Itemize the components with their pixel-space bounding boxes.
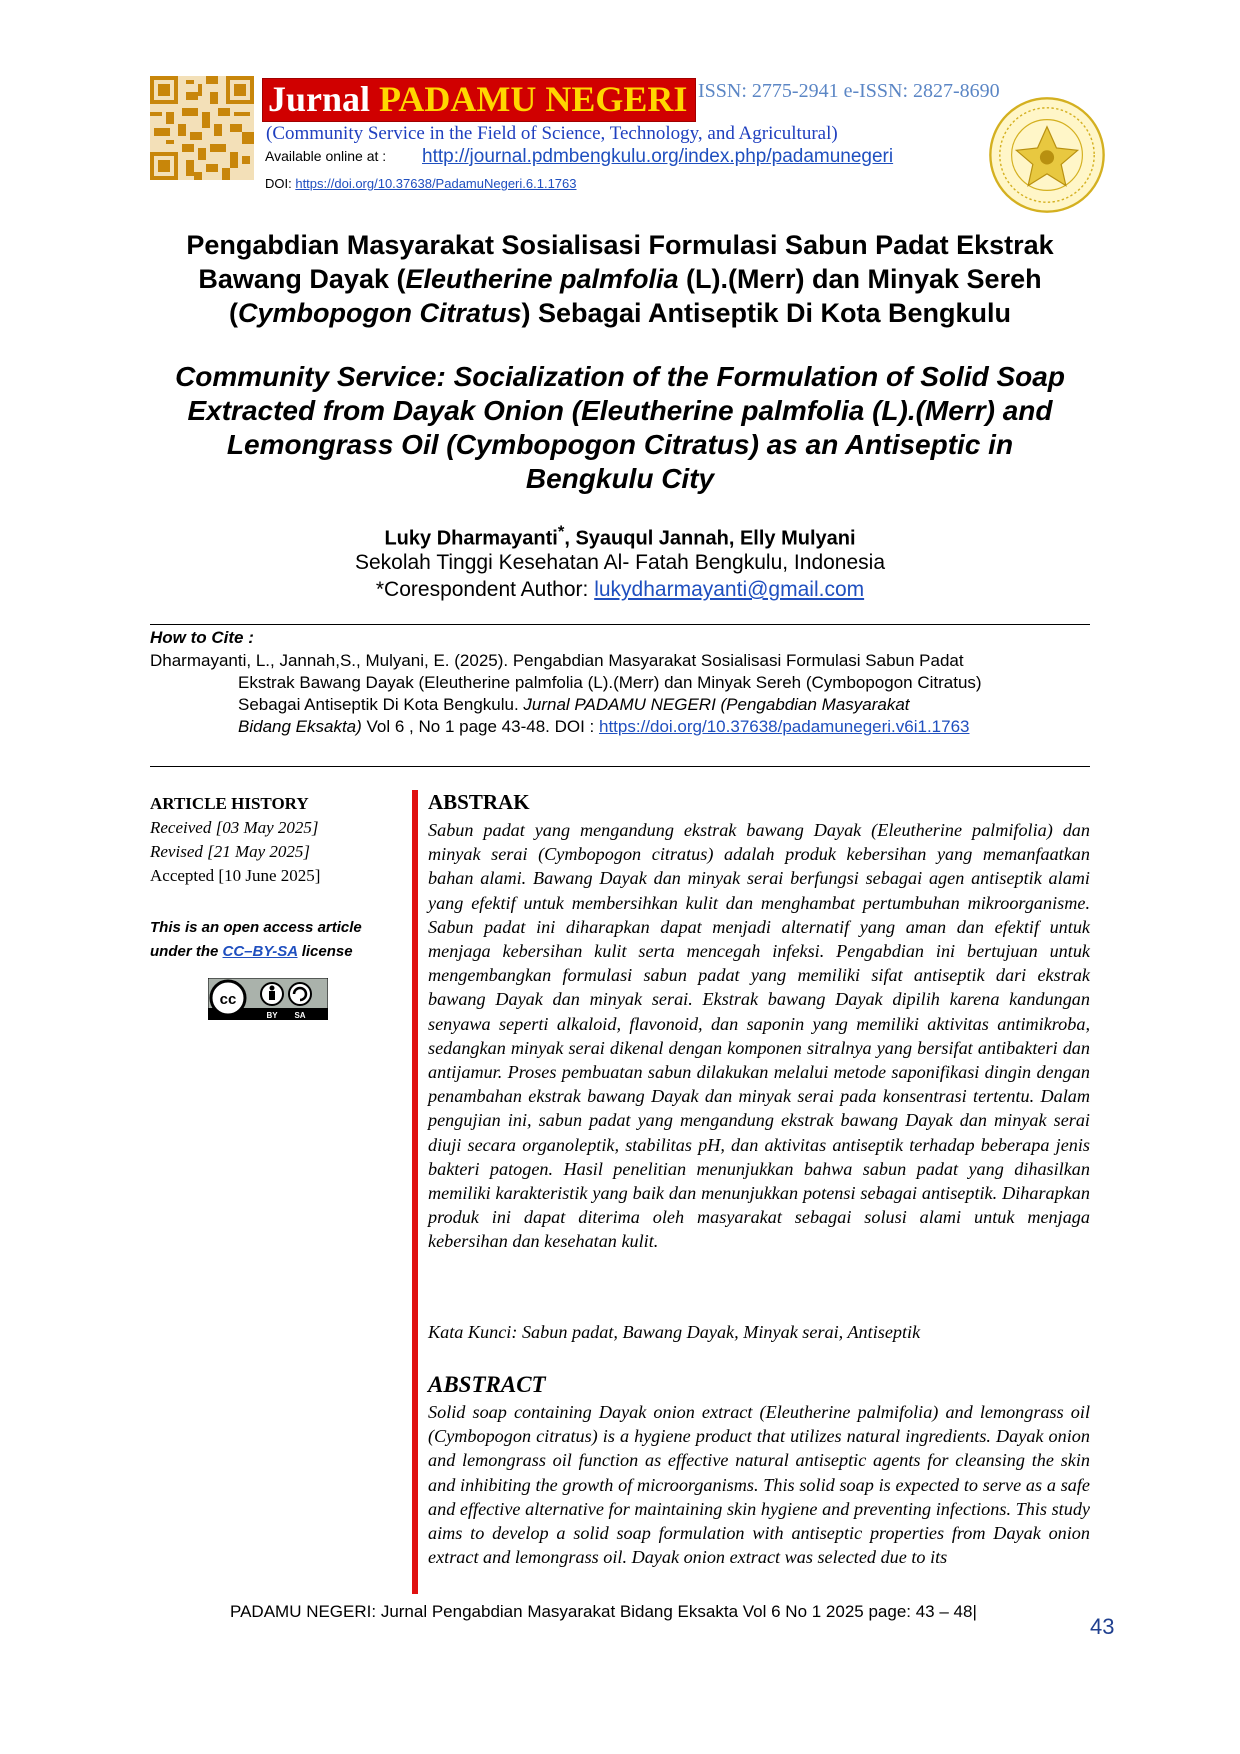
title-id-line: Bawang Dayak (Eleutherine palmfolia (L).…: [140, 262, 1100, 296]
corresponding-author: *Corespondent Author: lukydharmayanti@gm…: [140, 578, 1100, 602]
available-online-label: Available online at :: [265, 148, 387, 164]
title-en-line: Lemongrass Oil (Cymbopogon Citratus) as …: [226, 429, 1014, 460]
license-text: This is an open access article under the: [150, 919, 362, 960]
title-en-line: Community Service: Socialization of the …: [175, 361, 1065, 392]
divider: [150, 766, 1090, 767]
citation-text: Sebagai Antiseptik Di Kota Bengkulu.: [238, 695, 524, 714]
citation-line: Dharmayanti, L., Jannah,S., Mulyani, E. …: [150, 651, 964, 670]
cc-by-sa-link[interactable]: CC–BY-SA: [222, 943, 298, 960]
cc-by-sa-license-icon[interactable]: cc BY SA: [208, 978, 328, 1020]
affiliation: Sekolah Tinggi Kesehatan Al- Fatah Bengk…: [354, 551, 886, 574]
corresponding-mark: *: [557, 522, 565, 541]
journal-name-prefix: Jurnal: [268, 79, 380, 119]
university-seal-icon: [989, 97, 1105, 213]
title-indonesian: Pengabdian Masyarakat Sosialisasi Formul…: [140, 228, 1100, 330]
title-en-line: Extracted from Dayak Onion (Eleutherine …: [187, 395, 1053, 426]
journal-title: Jurnal PADAMU NEGERI: [268, 78, 687, 120]
abstract-text: Solid soap containing Dayak onion extrac…: [428, 1402, 1090, 1568]
author-name: Luky Dharmayanti: [384, 527, 558, 550]
author-names: , Syauqul Jannah, Elly Mulyani: [564, 527, 856, 550]
abstrak-text: Sabun padat yang mengandung ekstrak bawa…: [428, 820, 1090, 1252]
revised-date: Revised [21 May 2025]: [150, 842, 311, 861]
license-text: license: [297, 943, 353, 960]
citation-line: Sebagai Antiseptik Di Kota Bengkulu. Jur…: [150, 694, 1094, 716]
citation-text: Vol 6 , No 1 page 43-48. DOI :: [361, 717, 599, 736]
received-date: Received [03 May 2025]: [150, 818, 319, 837]
title-id-line: Pengabdian Masyarakat Sosialisasi Formul…: [186, 230, 1054, 260]
abstract-heading: ABSTRACT: [428, 1372, 546, 1397]
title-text: ) Sebagai Antiseptik Di Kota Bengkulu: [521, 298, 1012, 328]
page-footer: PADAMU NEGERI: Jurnal Pengabdian Masyara…: [230, 1602, 977, 1621]
citation-journal: Jurnal PADAMU NEGERI (Pengabdian Masyara…: [523, 695, 910, 714]
journal-subtitle: (Community Service in the Field of Scien…: [266, 123, 838, 144]
badge-by-label: BY: [266, 1011, 278, 1020]
title-text: Bawang Dayak (: [198, 264, 406, 294]
journal-url-link[interactable]: http://journal.pdmbengkulu.org/index.php…: [422, 146, 894, 167]
abstract-accent-bar: [412, 790, 418, 1594]
keywords: Kata Kunci: Sabun padat, Bawang Dayak, M…: [428, 1322, 921, 1342]
species-name: Eleutherine palmfolia: [405, 264, 679, 294]
author-list: Luky Dharmayanti*, Syauqul Jannah, Elly …: [140, 522, 1100, 551]
accepted-date: Accepted [10 June 2025]: [150, 866, 321, 885]
doi-link[interactable]: https://doi.org/10.37638/PadamuNegeri.6.…: [295, 176, 577, 191]
how-to-cite-heading: How to Cite :: [150, 628, 254, 647]
qr-code-image: [150, 76, 254, 180]
title-en-line: Bengkulu City: [525, 463, 715, 494]
author-email-link[interactable]: lukydharmayanti@gmail.com: [594, 578, 865, 601]
divider: [150, 624, 1090, 625]
title-text: (: [228, 298, 238, 328]
title-text: (L).(Merr) dan Minyak Sereh: [678, 264, 1042, 294]
citation-line: Ekstrak Bawang Dayak (Eleutherine palmfo…: [238, 673, 982, 692]
doi-line: DOI: https://doi.org/10.37638/PadamuNege…: [265, 176, 577, 191]
page-number: 43: [1090, 1614, 1115, 1639]
title-english: Community Service: Socialization of the …: [140, 360, 1100, 496]
journal-name-main: PADAMU NEGERI: [379, 79, 688, 119]
citation-block: Dharmayanti, L., Jannah,S., Mulyani, E. …: [150, 650, 1094, 738]
doi-label: DOI:: [265, 176, 296, 191]
abstrak-heading: ABSTRAK: [428, 790, 530, 814]
svg-text:cc: cc: [220, 991, 237, 1008]
corr-label: *Corespondent Author:: [375, 578, 595, 601]
open-access-note: This is an open access article under the…: [150, 916, 390, 964]
citation-line: Bidang Eksakta) Vol 6 , No 1 page 43-48.…: [150, 716, 1094, 738]
article-history-heading: ARTICLE HISTORY: [150, 794, 309, 813]
issn-text: ISSN: 2775-2941 e-ISSN: 2827-8690: [698, 80, 1000, 102]
species-name: Cymbopogon Citratus: [237, 298, 522, 328]
journal-title-banner: [262, 78, 696, 122]
badge-sa-label: SA: [294, 1011, 305, 1020]
title-id-line: (Cymbopogon Citratus) Sebagai Antiseptik…: [140, 296, 1100, 330]
citation-journal: Bidang Eksakta): [238, 717, 362, 736]
citation-doi-link[interactable]: https://doi.org/10.37638/padamunegeri.v6…: [599, 717, 970, 736]
